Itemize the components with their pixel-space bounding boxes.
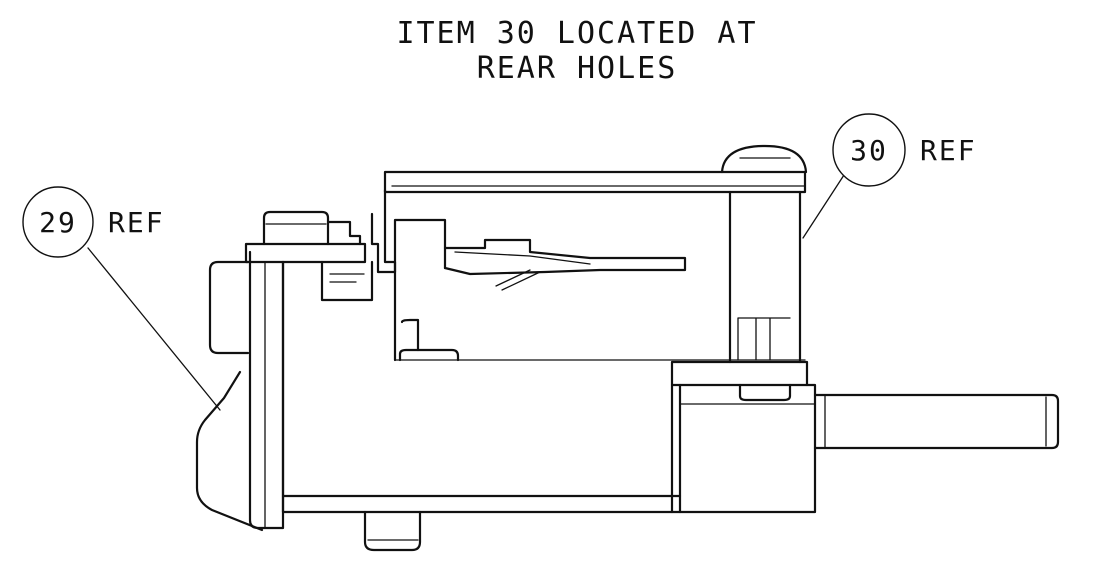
callout-suffix-30: REF [920,134,977,167]
leader-line-30 [802,174,845,239]
small-clip-inner [329,273,365,283]
title-note: ITEM 30 LOCATED AT REAR HOLES [396,16,757,86]
lower-screw [738,383,792,402]
callout-bubble-30 [832,113,906,187]
shaft [813,393,1060,450]
lower-right-plate [670,360,809,387]
lever-block [370,212,447,274]
callout-bubble-29 [22,186,94,258]
upper-frame [383,170,807,194]
inner-standoff [400,318,420,352]
small-clip [320,260,374,302]
note-line-2: REAR HOLES [477,51,678,86]
shaft-step [824,394,1047,449]
assembly-side-view [195,144,1060,552]
left-vertical-plate [248,250,285,530]
callout-number-30: 30 [850,134,888,167]
inner-foot [398,348,460,362]
top-flange-plate [244,242,367,264]
main-body [281,260,682,514]
lever-inner-line [454,251,591,265]
note-line-1: ITEM 30 LOCATED AT [396,16,757,51]
inner-compartment [383,188,397,362]
callout-number-29: 29 [39,206,77,239]
callout-suffix-29: REF [108,206,165,239]
right-housing [670,383,817,514]
right-post-slots [737,317,791,361]
left-handle [195,370,264,532]
domed-screw-head [720,144,808,174]
callout-30: 30 REF [802,113,977,239]
left-side-block [208,260,250,355]
cap-nub [326,220,362,246]
lever-spring [495,269,541,291]
leader-line-29 [87,247,221,411]
lever-arm [443,238,687,276]
top-cap [262,210,330,246]
bottom-foot [363,510,422,552]
callout-29: 29 REF [22,186,221,411]
right-post [728,190,802,364]
